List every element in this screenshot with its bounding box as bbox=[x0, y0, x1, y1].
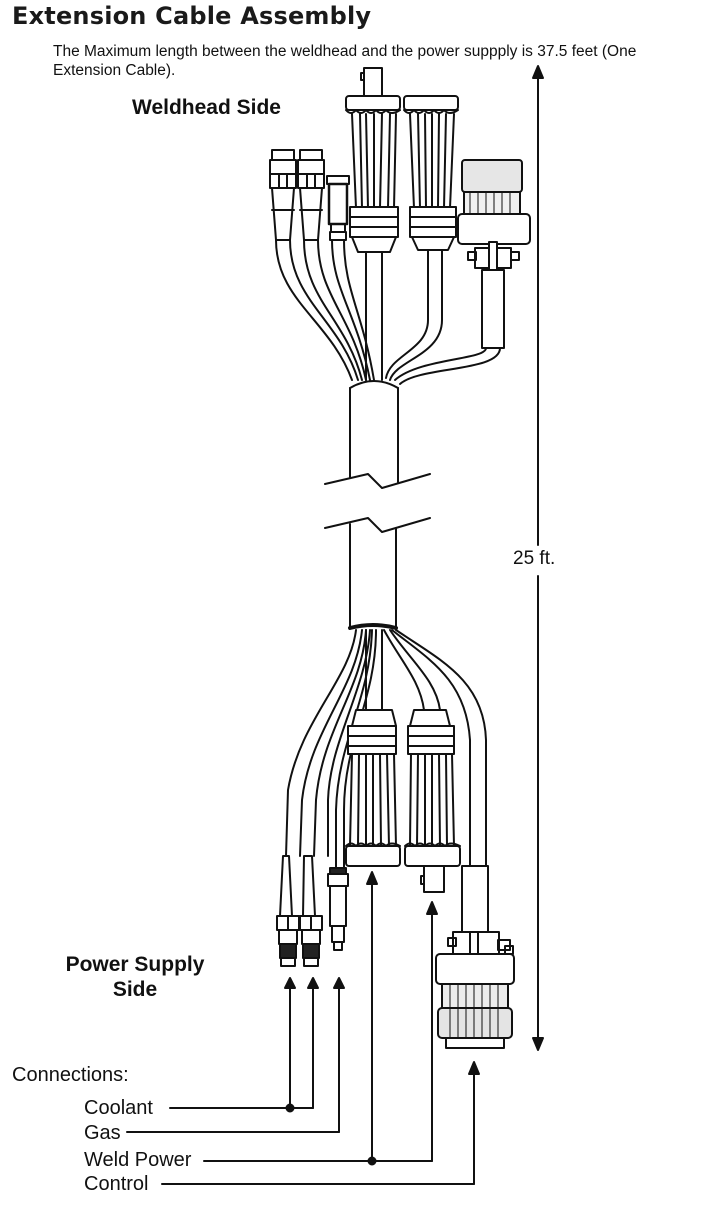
power-supply-side-line2: Side bbox=[112, 978, 158, 1001]
bottom-control-connector-icon bbox=[435, 865, 515, 1049]
top-control-connector-icon bbox=[457, 159, 531, 349]
power-supply-side-line1: Power Supply bbox=[65, 953, 205, 976]
top-bnc-connector-icon bbox=[360, 67, 383, 97]
bottom-gas-connector-icon bbox=[327, 867, 349, 951]
weldhead-side-label: Weldhead Side bbox=[132, 96, 281, 119]
bottom-coolant-connector-1-icon bbox=[276, 855, 300, 967]
description-text: The Maximum length between the weldhead … bbox=[53, 43, 637, 79]
page-title: Extension Cable Assembly bbox=[12, 2, 372, 30]
bottom-bnc-connector-icon bbox=[420, 865, 445, 893]
connection-control-label: Control bbox=[84, 1173, 149, 1195]
bottom-weld-power-connector-left-icon bbox=[345, 709, 401, 867]
bottom-hoses bbox=[285, 629, 487, 871]
top-weld-power-connector-right-icon bbox=[403, 95, 459, 251]
coolant-leader-line bbox=[169, 977, 319, 1113]
top-coolant-connector-2-icon bbox=[297, 149, 325, 241]
control-leader-line bbox=[161, 1061, 480, 1185]
top-hoses bbox=[275, 239, 501, 385]
bottom-weld-power-connector-right-icon bbox=[404, 709, 461, 867]
bottom-coolant-connector-2-icon bbox=[299, 855, 323, 967]
top-weld-power-connector-left-icon bbox=[345, 95, 401, 253]
top-coolant-connector-1-icon bbox=[269, 149, 297, 241]
weld-power-leader-line bbox=[203, 871, 438, 1166]
length-dimension-arrow bbox=[532, 65, 544, 1051]
top-gas-connector-icon bbox=[326, 175, 350, 241]
connection-coolant-label: Coolant bbox=[84, 1097, 153, 1119]
power-supply-side-label: Power Supply Side bbox=[55, 952, 215, 1002]
cable-length-label: 25 ft. bbox=[513, 546, 556, 572]
connection-weld-power-label: Weld Power bbox=[84, 1149, 192, 1171]
main-cable-body bbox=[324, 380, 431, 630]
connection-gas-label: Gas bbox=[84, 1122, 121, 1144]
gas-leader-line bbox=[126, 977, 345, 1133]
connections-heading: Connections: bbox=[12, 1064, 129, 1086]
